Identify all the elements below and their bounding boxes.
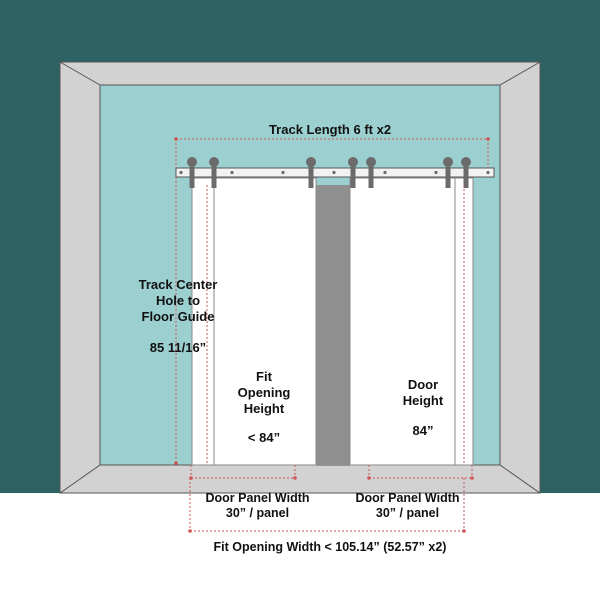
door-height-label-line1: Door [407, 377, 439, 392]
frame-bevel-left [59, 61, 101, 494]
hanger-icon [348, 157, 358, 188]
right-door-panel [349, 177, 456, 466]
track-screw [281, 170, 285, 175]
fit-opening-height-value: < 84” [247, 430, 281, 445]
door-panel-width-left-label: Door Panel Width [205, 491, 310, 505]
hanger-strap [350, 162, 356, 188]
track-center-label-line2: Hole to [155, 293, 201, 308]
fit-opening-height-label-line3: Height [243, 401, 285, 416]
fit-opening-height-label-line1: Fit [256, 369, 272, 384]
dimension-arrow-line [470, 476, 474, 480]
track-screw [434, 170, 438, 175]
door-panel-width-right-value: 30” / panel [375, 506, 440, 520]
hanger-strap [211, 162, 217, 188]
track-screw [179, 170, 183, 175]
track-screws [179, 170, 490, 175]
dimension-arrow-line [367, 476, 371, 480]
hangers [187, 157, 471, 188]
door-panel-width-left-value: 30” / panel [225, 506, 290, 520]
door-height-value: 84” [412, 423, 434, 438]
hanger-icon [187, 157, 197, 188]
track-screw [332, 170, 336, 175]
track-screw [230, 170, 234, 175]
dimension-arrow-line [293, 476, 297, 480]
hanger-icon [443, 157, 453, 188]
hanger-icon [306, 157, 316, 188]
hanger-strap [189, 162, 195, 188]
hanger-strap [308, 162, 314, 188]
dimension-lines [174, 137, 490, 533]
door-height-label-line2: Height [402, 393, 444, 408]
hanger-icon [366, 157, 376, 188]
hanger-icon [461, 157, 471, 188]
fit-opening-height-label-line2: Opening [237, 385, 291, 400]
hanger-icon [209, 157, 219, 188]
track-screw [486, 170, 490, 175]
track-center-label-line1: Track Center [138, 277, 218, 292]
hanger-strap [368, 162, 374, 188]
frame-bevel-right [499, 61, 541, 494]
track-center-label-line3: Floor Guide [141, 309, 215, 324]
hanger-strap [445, 162, 451, 188]
left-door-panel [213, 177, 317, 466]
door-gap [314, 185, 350, 465]
track-center-value: 85 11/16” [149, 340, 207, 355]
dimension-arrow-line [174, 461, 178, 465]
track-screw [383, 170, 387, 175]
dimension-arrow-line [462, 529, 466, 533]
dimension-arrow-line [188, 529, 192, 533]
fit-opening-width-label: Fit Opening Width < 105.14” (52.57” x2) [213, 540, 447, 554]
hanger-strap [463, 162, 469, 188]
track-length-label: Track Length 6 ft x2 [268, 122, 392, 137]
door-panel-width-right-label: Door Panel Width [355, 491, 460, 505]
